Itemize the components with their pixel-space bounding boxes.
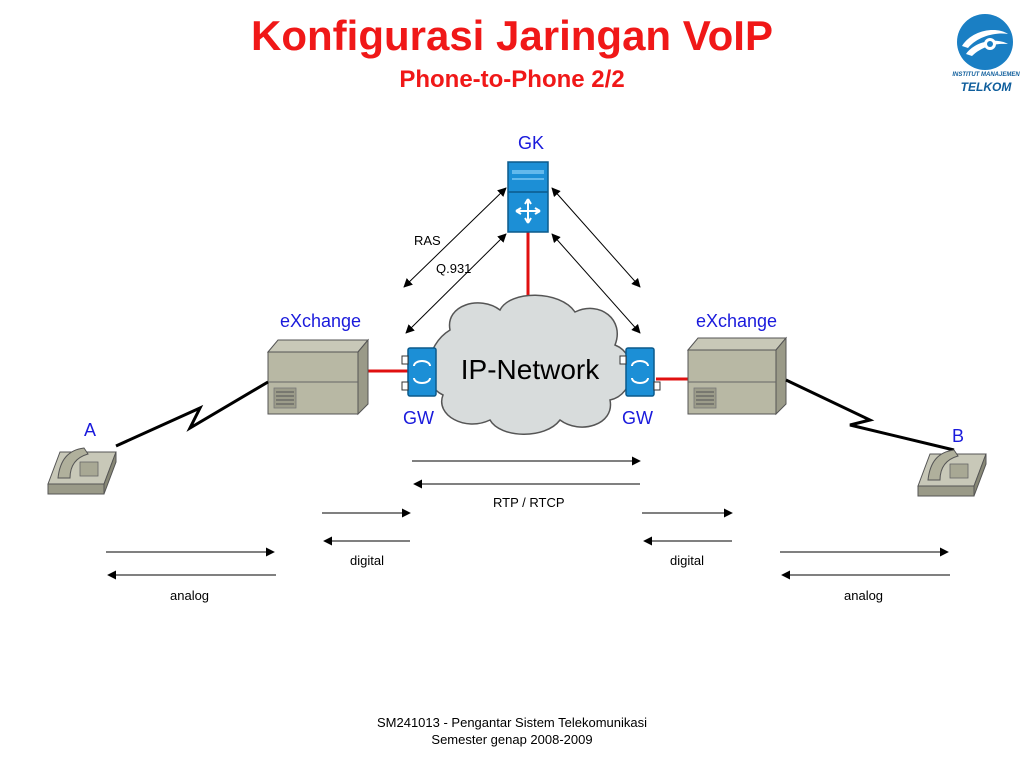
page-title: Konfigurasi Jaringan VoIP	[251, 12, 773, 59]
ras-right-arrow	[551, 187, 641, 288]
analog-left-label: analog	[170, 588, 210, 603]
ras-label: RAS	[414, 233, 441, 248]
q931-left-arrow	[405, 233, 507, 334]
rtp-label: RTP / RTCP	[493, 495, 565, 510]
analog-right-label: analog	[844, 588, 884, 603]
q931-label: Q.931	[436, 261, 472, 276]
footer-course: SM241013 - Pengantar Sistem Telekomunika…	[376, 715, 648, 730]
logo-brand: TELKOM	[960, 80, 1012, 94]
gk-label: GK	[518, 133, 545, 153]
gw-right-label: GW	[622, 408, 653, 428]
phone-a-link	[115, 380, 269, 448]
gatekeeper-device	[507, 161, 549, 233]
phone-b-device	[917, 449, 987, 497]
gateway-left-device	[401, 347, 437, 397]
page-subtitle: Phone-to-Phone 2/2	[399, 66, 625, 93]
digital-left-label: digital	[350, 553, 384, 568]
exchange-left-label: eXchange	[280, 311, 362, 331]
footer-semester: Semester genap 2008-2009	[431, 732, 593, 747]
gw-left-label: GW	[403, 408, 434, 428]
footer: SM241013 - Pengantar Sistem Telekomunika…	[0, 714, 1024, 748]
q931-right-arrow	[551, 233, 641, 334]
exchange-left-device	[266, 338, 370, 416]
exchange-right-device	[686, 336, 788, 416]
phone-a-device	[47, 447, 117, 495]
telkom-logo	[957, 14, 1013, 70]
digital-right-label: digital	[670, 553, 704, 568]
phone-b-link	[785, 378, 955, 452]
phone-b-label: B	[952, 426, 965, 446]
phone-a-label: A	[84, 420, 97, 440]
logo-caption: INSTITUT MANAJEMEN	[952, 72, 1020, 78]
exchange-right-label: eXchange	[696, 311, 778, 331]
gateway-right-device	[619, 347, 661, 397]
ip-network-label: IP-Network	[460, 354, 600, 385]
